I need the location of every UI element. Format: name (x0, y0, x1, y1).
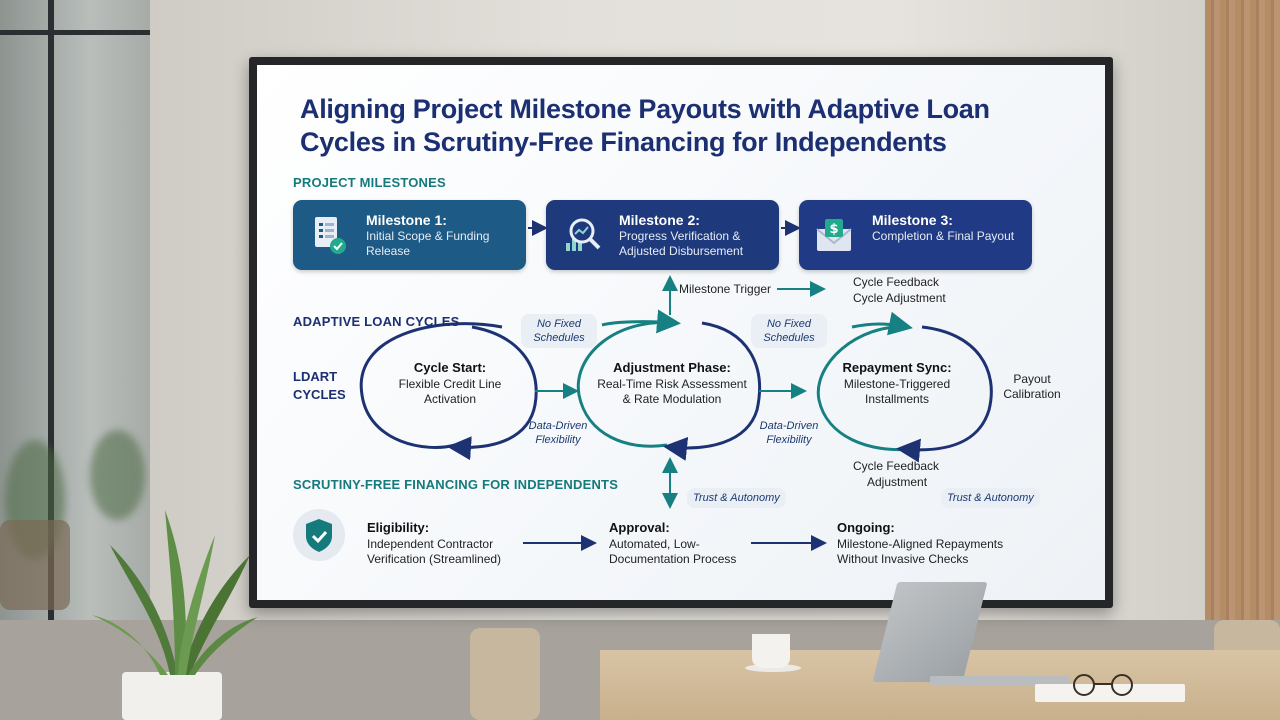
eligibility-desc: Independent Contractor Verification (Str… (367, 537, 502, 566)
slide-title: Aligning Project Milestone Payouts with … (300, 93, 1080, 159)
milestone-3-title: Milestone 3: (872, 212, 953, 228)
chair-left (470, 628, 540, 720)
ongoing-title: Ongoing: (837, 520, 895, 535)
adjustment-top-arrow (601, 309, 681, 334)
wood-panel (1205, 0, 1280, 720)
repayment-top-arrow (851, 311, 913, 336)
repayment-sync-title: Repayment Sync: (842, 360, 952, 375)
saucer (745, 664, 801, 672)
payout-calibration-label: Payout Calibration (1003, 372, 1061, 401)
flow-diagram (359, 220, 993, 551)
section-adaptive-loan-cycles: ADAPTIVE LOAN CYCLES (293, 314, 460, 329)
trust-autonomy-pill-2: Trust & Autonomy (941, 488, 1040, 508)
milestone-3-desc: Completion & Final Payout (872, 229, 1015, 243)
milestone-1-desc: Initial Scope & Funding Release (366, 229, 490, 258)
eyeglasses-icon (1073, 674, 1133, 696)
coffee-cup (752, 634, 790, 668)
cycle-start-loop-left (359, 322, 503, 449)
wall-display: Aligning Project Milestone Payouts with … (249, 57, 1113, 608)
adjustment-loop-right (663, 321, 762, 461)
milestone-2-title: Milestone 2: (619, 212, 700, 228)
adjustment-phase-title: Adjustment Phase: (613, 360, 731, 375)
adjustment-phase-desc: Real-Time Risk Assessment & Rate Modulat… (597, 377, 747, 406)
cycle-start-loop-right (447, 325, 538, 461)
snake-plant-icon (92, 510, 258, 675)
milestone-trigger-label: Milestone Trigger (679, 282, 772, 296)
section-scrutiny-free-financing: SCRUTINY-FREE FINANCING FOR INDEPENDENTS (293, 477, 619, 492)
cycle-adjustment-top-label: Cycle Adjustment (853, 291, 946, 305)
repayment-loop-left (816, 325, 913, 452)
cycle-feedback-bottom-label: Cycle Feedback (853, 459, 940, 473)
cycle-feedback-top-label: Cycle Feedback (853, 275, 940, 289)
eligibility-title: Eligibility: (367, 520, 430, 535)
money-envelope-icon: $ (813, 213, 857, 257)
milestone-1-title: Milestone 1: (366, 212, 447, 228)
adjustment-bottom-label: Adjustment (867, 475, 928, 489)
shield-check-icon (293, 509, 345, 561)
milestone-2-desc: Progress Verification & Adjusted Disburs… (619, 229, 744, 258)
ldart-cycles-label: LDART CYCLES (293, 369, 346, 402)
infographic-slide: Aligning Project Milestone Payouts with … (257, 65, 1105, 600)
cycle-start-title: Cycle Start: (413, 360, 487, 375)
trust-autonomy-pill-1: Trust & Autonomy (687, 488, 786, 508)
magnifier-chart-icon (560, 213, 604, 257)
slide-title-line-2: Cycles in Scrutiny-Free Financing for In… (300, 127, 947, 157)
cycle-start-desc: Flexible Credit Line Activation (398, 377, 502, 406)
no-fixed-schedules-pill-2: No Fixed Schedules (751, 314, 827, 348)
repayment-sync-desc: Milestone-Triggered Installments (843, 377, 951, 406)
no-fixed-schedules-pill-1: No Fixed Schedules (521, 314, 597, 348)
milestone-card-2: Milestone 2: Progress Verification & Adj… (546, 200, 779, 270)
repayment-loop-right (896, 325, 993, 463)
slide-title-line-1: Aligning Project Milestone Payouts with … (300, 94, 990, 124)
svg-text:$: $ (829, 222, 838, 237)
plant-pot (122, 672, 222, 720)
glass-wall (0, 0, 150, 720)
milestone-card-3: $ Milestone 3: Completion & Final Payout (799, 200, 1032, 270)
approval-title: Approval: (609, 520, 670, 535)
checklist-icon (307, 213, 351, 257)
approval-desc: Automated, Low-Documentation Process (609, 537, 737, 566)
notebook (1035, 684, 1185, 702)
laptop-base (930, 676, 1070, 686)
data-driven-flexibility-label-1: Data-Driven Flexibility (528, 420, 588, 446)
milestone-card-1: Milestone 1: Initial Scope & Funding Rel… (293, 200, 526, 270)
data-driven-flexibility-label-2: Data-Driven Flexibility (759, 420, 819, 446)
section-milestones: PROJECT MILESTONES (293, 175, 446, 190)
ongoing-desc: Milestone-Aligned Repayments Without Inv… (837, 537, 1004, 566)
